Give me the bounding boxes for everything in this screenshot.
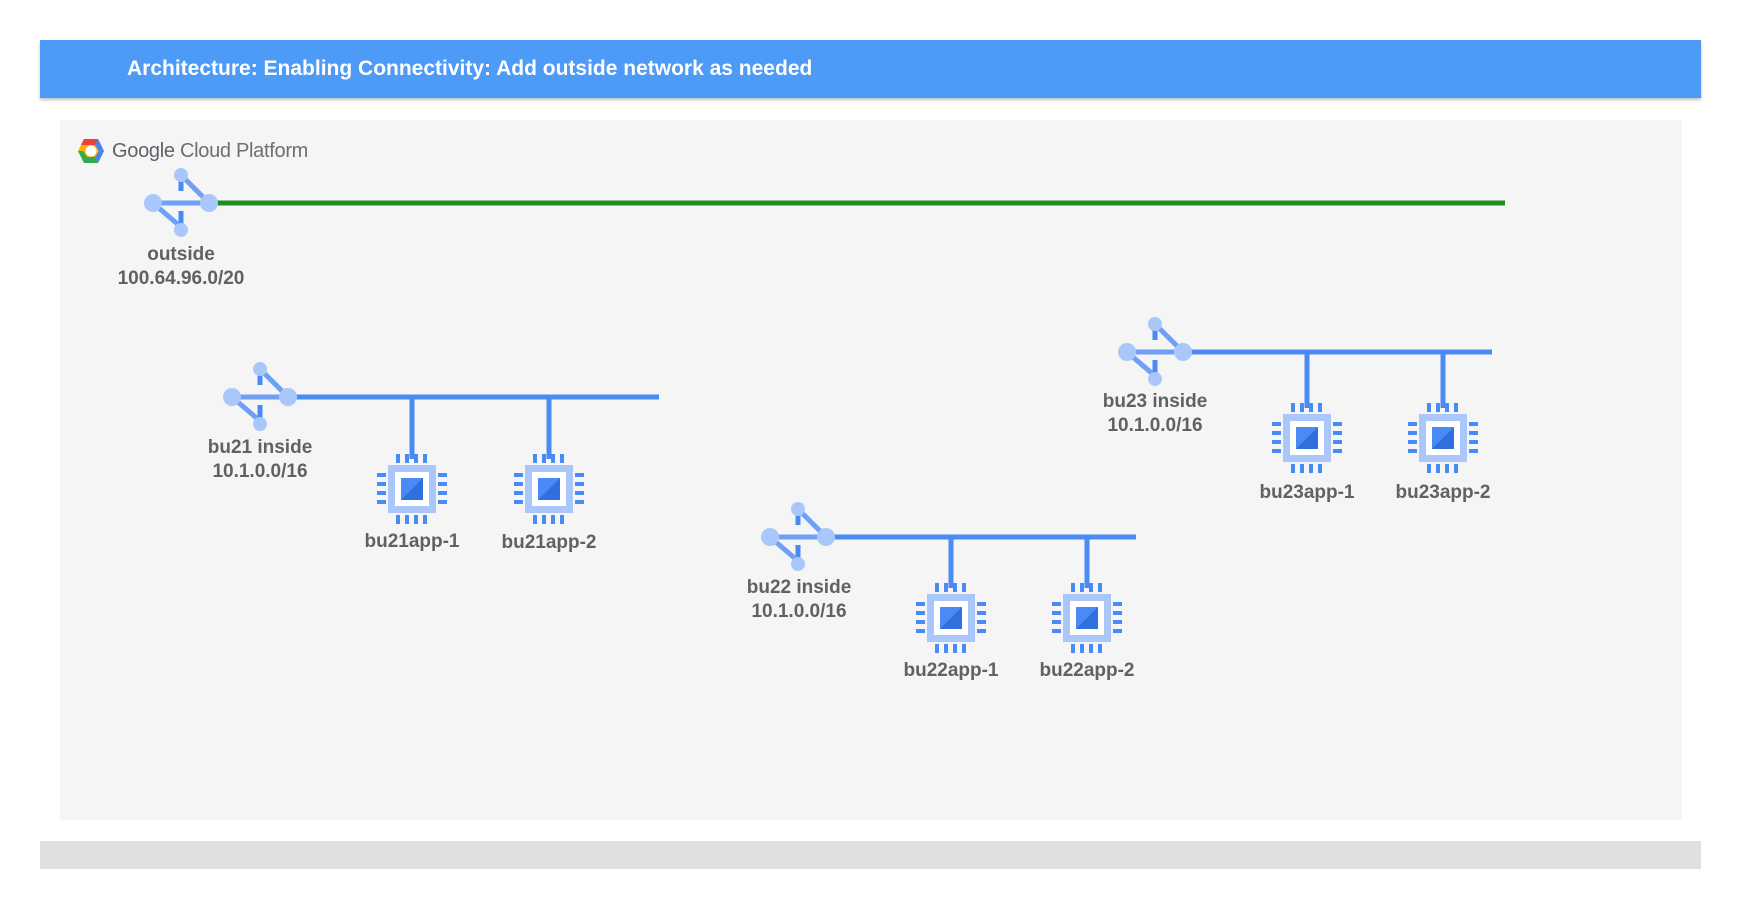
- bu21app-1-chip-icon: [377, 454, 447, 524]
- bu23app-1-chip-icon: [1272, 403, 1342, 473]
- network-name: bu22 inside: [746, 577, 852, 598]
- instance-label-bu23app-2: bu23app-2: [1395, 482, 1491, 503]
- outside-network-label: outside 100.64.96.0/20: [81, 243, 281, 291]
- bu22app-2-chip-icon: [1052, 583, 1122, 653]
- network-name: bu21 inside: [207, 437, 313, 458]
- bu23app-2-chip-icon: [1408, 403, 1478, 473]
- instance-label-bu21app-1: bu21app-1: [364, 531, 460, 552]
- network-cidr: 10.1.0.0/16: [751, 601, 847, 622]
- title-banner: Architecture: Enabling Connectivity: Add…: [40, 40, 1701, 98]
- instance-label-bu22app-2: bu22app-2: [1039, 660, 1135, 681]
- network-name: bu23 inside: [1102, 391, 1208, 412]
- gcp-logo-text: Google Cloud Platform: [112, 140, 308, 163]
- gcp-hexagon-icon: [78, 139, 104, 163]
- bu22-router-icon: [761, 502, 835, 571]
- bu21-network-label: bu21 inside 10.1.0.0/16: [160, 436, 360, 484]
- bu22-network-label: bu22 inside 10.1.0.0/16: [699, 576, 899, 624]
- network-cidr: 100.64.96.0/20: [117, 268, 245, 289]
- logo-brand: Google: [112, 139, 175, 162]
- network-cidr: 10.1.0.0/16: [212, 461, 308, 482]
- outside-router-icon: [144, 168, 218, 237]
- instance-label-bu23app-1: bu23app-1: [1259, 482, 1355, 503]
- footer-bar: [40, 841, 1701, 869]
- bu21-router-icon: [223, 362, 297, 431]
- bu23-router-icon: [1118, 317, 1192, 386]
- instance-label-bu21app-2: bu21app-2: [501, 532, 597, 553]
- network-cidr: 10.1.0.0/16: [1107, 415, 1203, 436]
- gcp-logo: Google Cloud Platform: [77, 137, 308, 165]
- bu21app-2-chip-icon: [514, 454, 584, 524]
- bu22app-1-chip-icon: [916, 583, 986, 653]
- diagram-title: Architecture: Enabling Connectivity: Add…: [127, 57, 813, 80]
- bu23-network-label: bu23 inside 10.1.0.0/16: [1055, 390, 1255, 438]
- gcp-panel: [60, 120, 1682, 820]
- instance-label-bu22app-1: bu22app-1: [903, 660, 999, 681]
- logo-product: Cloud Platform: [179, 139, 309, 162]
- network-name: outside: [147, 244, 215, 265]
